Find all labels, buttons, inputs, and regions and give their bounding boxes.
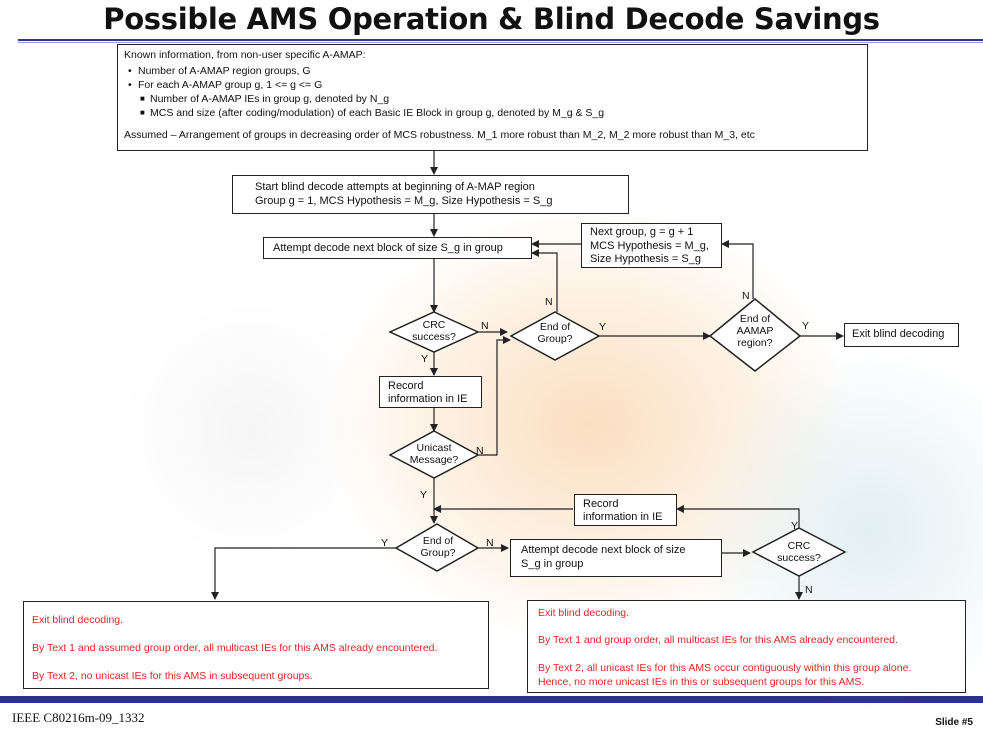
label-unicast-yes: Y [420,489,428,501]
next-group-line-3: Size Hypothesis = S_g [590,253,701,265]
crc-2-line-1: CRC [787,540,811,552]
label-aamap-no: N [742,290,750,302]
outcome-box-left: Exit blind decoding. By Text 1 and assum… [23,601,489,689]
decision-end-of-group-2 [394,523,480,572]
label-endgroup1-no: N [545,296,553,308]
outcome-left-line-2: By Text 1 and assumed group order, all m… [32,642,438,654]
record-info-box-1: Record information in IE [379,376,482,408]
exit-blind-decoding-box: Exit blind decoding [844,323,959,347]
exit-blind-decoding-label: Exit blind decoding [852,328,945,340]
known-bullet-1: Number of A-AMAP region groups, G [138,65,311,77]
outcome-left-line-3: By Text 2, no unicast IEs for this AMS i… [32,670,313,682]
end-aamap-text: End of AAMAP region? [715,313,795,349]
title-underline-thin [18,42,983,43]
next-group-box: Next group, g = g + 1 MCS Hypothesis = M… [581,223,722,268]
end-aamap-line-1: End of [739,313,771,325]
attempt-decode-box: Attempt decode next block of size S_g in… [263,237,532,259]
crc-1-text: CRC success? [394,319,474,343]
slide-title: Possible AMS Operation & Blind Decode Sa… [103,2,880,36]
known-heading: Known information, from non-user specifi… [124,49,366,61]
outcome-left-line-1: Exit blind decoding. [32,614,124,626]
record-2-line-1: Record [583,498,619,510]
crc-1-line-2: success? [412,331,456,343]
footer-bar [0,696,983,703]
start-line-2: Group g = 1, MCS Hypothesis = M_g, Size … [255,195,553,207]
label-crc2-no: N [805,584,813,596]
record-1-line-2: information in IE [388,393,468,405]
decision-crc-2 [751,527,847,577]
label-crc1-no: N [481,320,489,332]
outcome-box-right: Exit blind decoding. By Text 1 and group… [527,600,966,693]
attempt-decode-box-2: Attempt decode next block of size S_g in… [510,539,722,577]
crc-2-text: CRC success? [759,540,839,564]
sub-bullet-square: ■ [140,108,145,117]
title-underline [18,39,983,41]
arrow-unicast-to-endgroup1 [478,336,511,456]
label-aamap-yes: Y [802,320,810,332]
known-sub-bullet-1: Number of A-AMAP IEs in group g, denoted… [150,93,390,105]
footer-document-id: IEEE C80216m-09_1332 [12,710,145,725]
outcome-right-line-1: Exit blind decoding. [538,607,630,619]
attempt-decode-label: Attempt decode next block of size S_g in… [273,242,503,254]
end-aamap-line-3: region? [737,337,773,349]
sub-bullet-square: ■ [140,94,145,103]
unicast-line-1: Unicast [416,442,452,454]
label-endgroup2-yes: Y [381,537,389,549]
attempt-decode-2-line-1: Attempt decode next block of size [521,544,686,556]
end-group-1-text: End of Group? [515,321,595,345]
end-aamap-line-2: AAMAP [736,325,774,337]
next-group-line-1: Next group, g = g + 1 [590,226,694,238]
known-information-box: Known information, from non-user specifi… [117,44,868,151]
label-crc2-yes: Y [791,520,799,532]
attempt-decode-2-line-2: S_g in group [521,558,584,570]
arrow-crc2-to-record2 [676,505,800,528]
decision-end-of-group-1 [509,311,601,361]
end-group-1-line-2: Group? [537,333,573,345]
unicast-line-2: Message? [409,454,459,466]
bullet-dot: • [128,65,132,77]
outcome-right-line-4: Hence, no more unicast IEs in this or su… [538,676,865,688]
bullet-dot: • [128,79,132,91]
record-1-line-1: Record [388,380,424,392]
end-group-2-line-2: Group? [420,547,456,559]
label-unicast-no: N [476,445,484,457]
end-group-2-text: End of Group? [398,535,478,559]
decision-crc-1 [388,311,480,353]
arrow-aamap-to-nextgroup [721,240,754,299]
record-info-box-2: Record information in IE [574,494,677,526]
label-endgroup2-no: N [486,537,494,549]
crc-1-line-1: CRC [422,319,446,331]
known-sub-bullet-2: MCS and size (after coding/modulation) o… [150,107,605,119]
label-crc1-yes: Y [421,353,429,365]
outcome-right-line-3: By Text 2, all unicast IEs for this AMS … [538,662,912,674]
known-assumed: Assumed – Arrangement of groups in decre… [124,129,755,141]
next-group-line-2: MCS Hypothesis = M_g, [590,240,709,252]
start-line-1: Start blind decode attempts at beginning… [255,181,535,193]
label-endgroup1-yes: Y [599,321,607,333]
arrow-endgroup2-to-left-outcome [211,547,396,600]
start-box: Start blind decode attempts at beginning… [232,175,629,214]
end-group-1-line-1: End of [539,321,571,333]
outcome-right-line-2: By Text 1 and group order, all multicast… [538,634,898,646]
arrow-endgroup1-to-attempt [531,249,558,312]
end-group-2-line-1: End of [422,535,454,547]
decision-unicast [388,430,480,479]
unicast-text: Unicast Message? [394,442,474,466]
crc-2-line-2: success? [777,552,821,564]
decision-end-of-aamap [708,298,802,372]
known-bullet-2: For each A-AMAP group g, 1 <= g <= G [138,79,323,91]
slide-number: Slide #5 [935,717,973,728]
record-2-line-2: information in IE [583,511,663,523]
